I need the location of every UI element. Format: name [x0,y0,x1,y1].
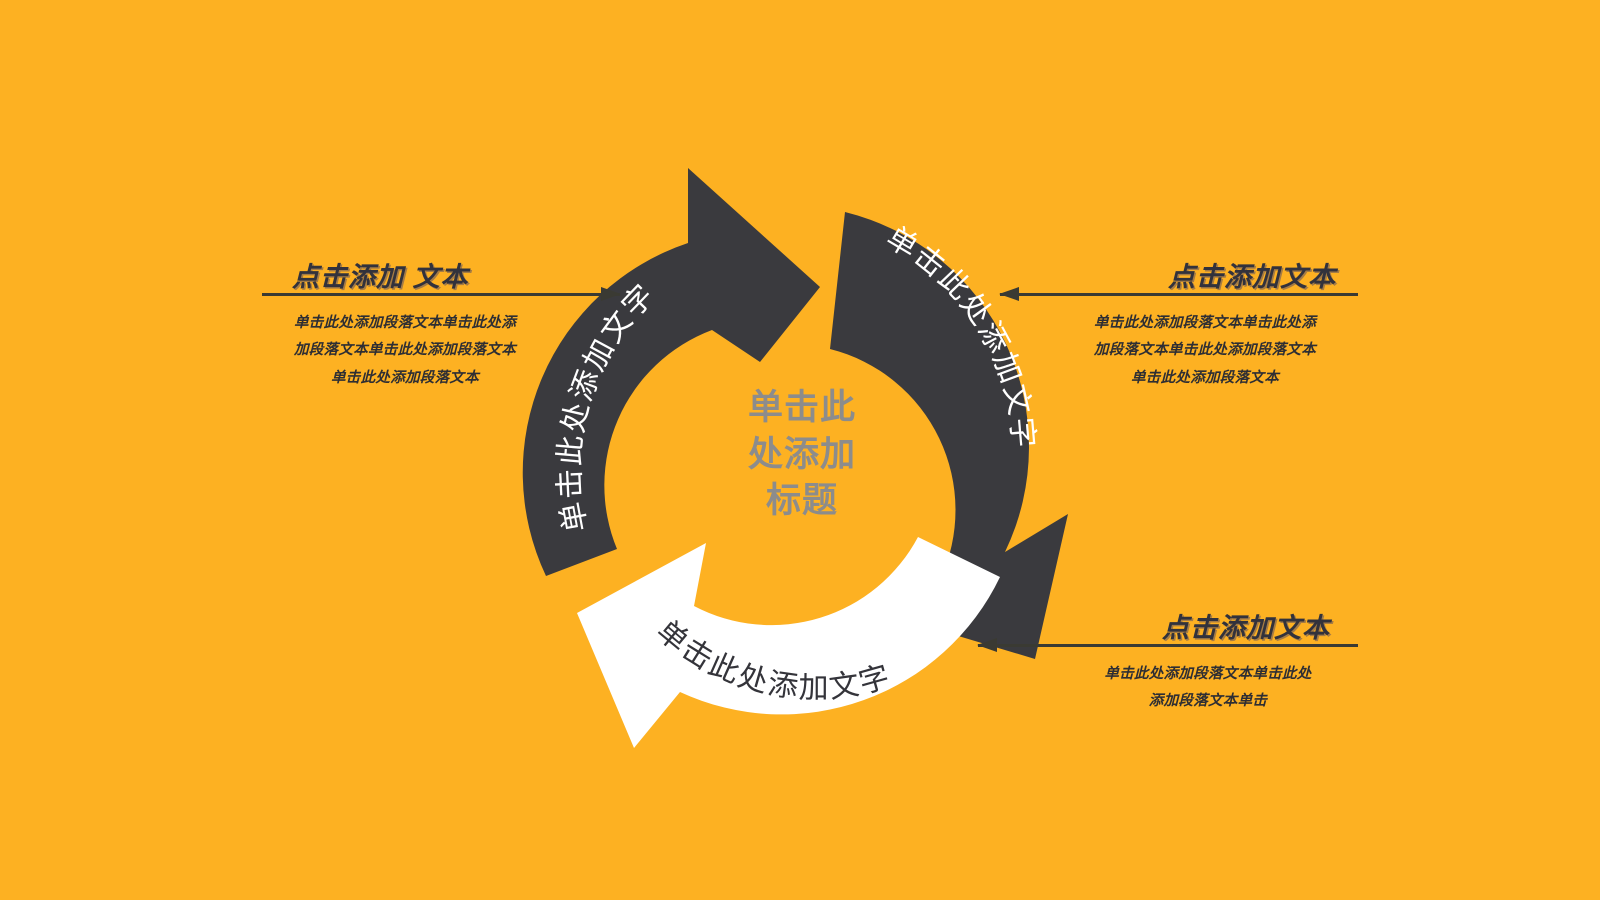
center-title-line-2: 处添加 [747,434,856,474]
arrow-bottom[interactable] [577,537,1000,748]
center-title[interactable]: 单击此 处添加 标题 [712,385,892,525]
body-line: 单击此处添加段落文本 [331,369,479,386]
callout-right-bottom-heading: 点击添加文本 [1162,613,1330,643]
callout-right-bottom[interactable]: 点击添加文本 单击此处添加段落文本单击此处 添加段落文本单击 [977,613,1358,716]
callout-right-top-heading: 点击添加文本 [1168,262,1336,292]
callout-left-connector-line [262,287,621,301]
arrow-bottom-label: 单击此处添加文字 [650,614,895,705]
body-line: 单击此处添加段落文本 [1131,369,1279,386]
body-line: 单击此处添加段落文本单击此处添 [1094,315,1316,331]
body-line: 添加段落文本单击 [1148,693,1268,710]
body-line: 单击此处添加段落文本单击此处 [1104,666,1312,682]
callout-right-top-connector-line [999,287,1358,301]
callout-right-bottom-connector-line [977,638,1358,652]
callout-left-body: 单击此处添加段落文本单击此处添 加段落文本单击此处添加段落文本 单击此处添加段落… [270,310,540,392]
callout-right-top-body: 单击此处添加段落文本单击此处添 加段落文本单击此处添加段落文本 单击此处添加段落… [1060,310,1350,392]
body-line: 单击此处添加段落文本单击此处添 [294,315,516,331]
callout-left-heading: 点击添加 文本 [292,262,469,292]
center-title-line-3: 标题 [765,481,838,521]
callout-right-bottom-body: 单击此处添加段落文本单击此处 添加段落文本单击 [1068,661,1348,716]
center-title-line-1: 单击此 [747,388,856,427]
body-line: 加段落文本单击此处添加段落文本 [294,342,516,359]
body-line: 加段落文本单击此处添加段落文本 [1094,342,1316,359]
callout-right-top[interactable]: 点击添加文本 单击此处添加段落文本单击此处添 加段落文本单击此处添加段落文本 单… [999,262,1358,392]
callout-left[interactable]: 点击添加 文本 单击此处添加段落文本单击此处添 加段落文本单击此处添加段落文本 … [262,262,621,392]
